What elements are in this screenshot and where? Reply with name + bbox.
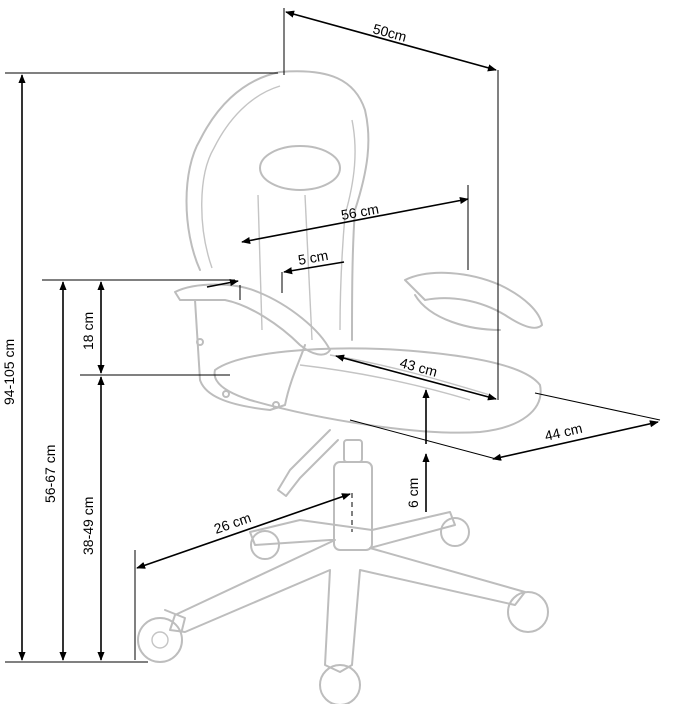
caster-right [507, 591, 549, 633]
seat-cushion-line [299, 364, 471, 401]
label-seat-depth: 43 cm [398, 354, 439, 379]
label-armrest-floor-height: 56-67 cm [42, 445, 58, 503]
caster-left-fork [164, 609, 186, 631]
gas-cylinder-top [343, 439, 363, 463]
label-height-total: 94-105 cm [1, 339, 17, 405]
label-seat-lift: 6 cm [405, 478, 421, 508]
label-seat-height: 38-49 cm [80, 497, 96, 555]
label-armrest-height: 18 cm [80, 312, 96, 350]
dimension-lines [5, 8, 661, 663]
chair-outline [137, 70, 549, 704]
caster-left-hub [151, 631, 169, 649]
dim-seat-depth-line [335, 354, 497, 401]
label-base-radius: 26 cm [212, 509, 253, 537]
seat-outline [213, 347, 542, 434]
tilt-lever [277, 429, 339, 497]
backrest-inner-left [201, 85, 281, 269]
right-armrest-support [414, 294, 501, 331]
caster-back-right [440, 517, 470, 547]
caster-left [137, 617, 183, 663]
label-backrest-depth: 5 cm [297, 247, 330, 268]
armrest-bolt-1 [196, 338, 204, 346]
right-armrest [404, 271, 543, 329]
backrest-stripe-1 [257, 194, 263, 331]
headrest-cushion [259, 145, 341, 191]
dim-backrest-width-line [241, 196, 469, 245]
dimension-labels: 50cm 56 cm 5 cm 43 cm 44 cm 6 cm 26 cm 9… [1, 20, 584, 555]
label-backrest-width: 56 cm [340, 201, 380, 223]
dim-backrest-depth-line [206, 279, 239, 288]
armrest-bolt-2 [222, 390, 230, 398]
left-armrest-support [194, 299, 306, 411]
dim-seat-width-line [492, 420, 659, 461]
dim-width-total-line [285, 10, 497, 72]
armrest-bolt-3 [272, 401, 280, 409]
gas-cylinder [333, 461, 373, 551]
dim-base-radius-line [136, 493, 351, 569]
star-base [169, 511, 526, 673]
caster-front [319, 664, 361, 704]
